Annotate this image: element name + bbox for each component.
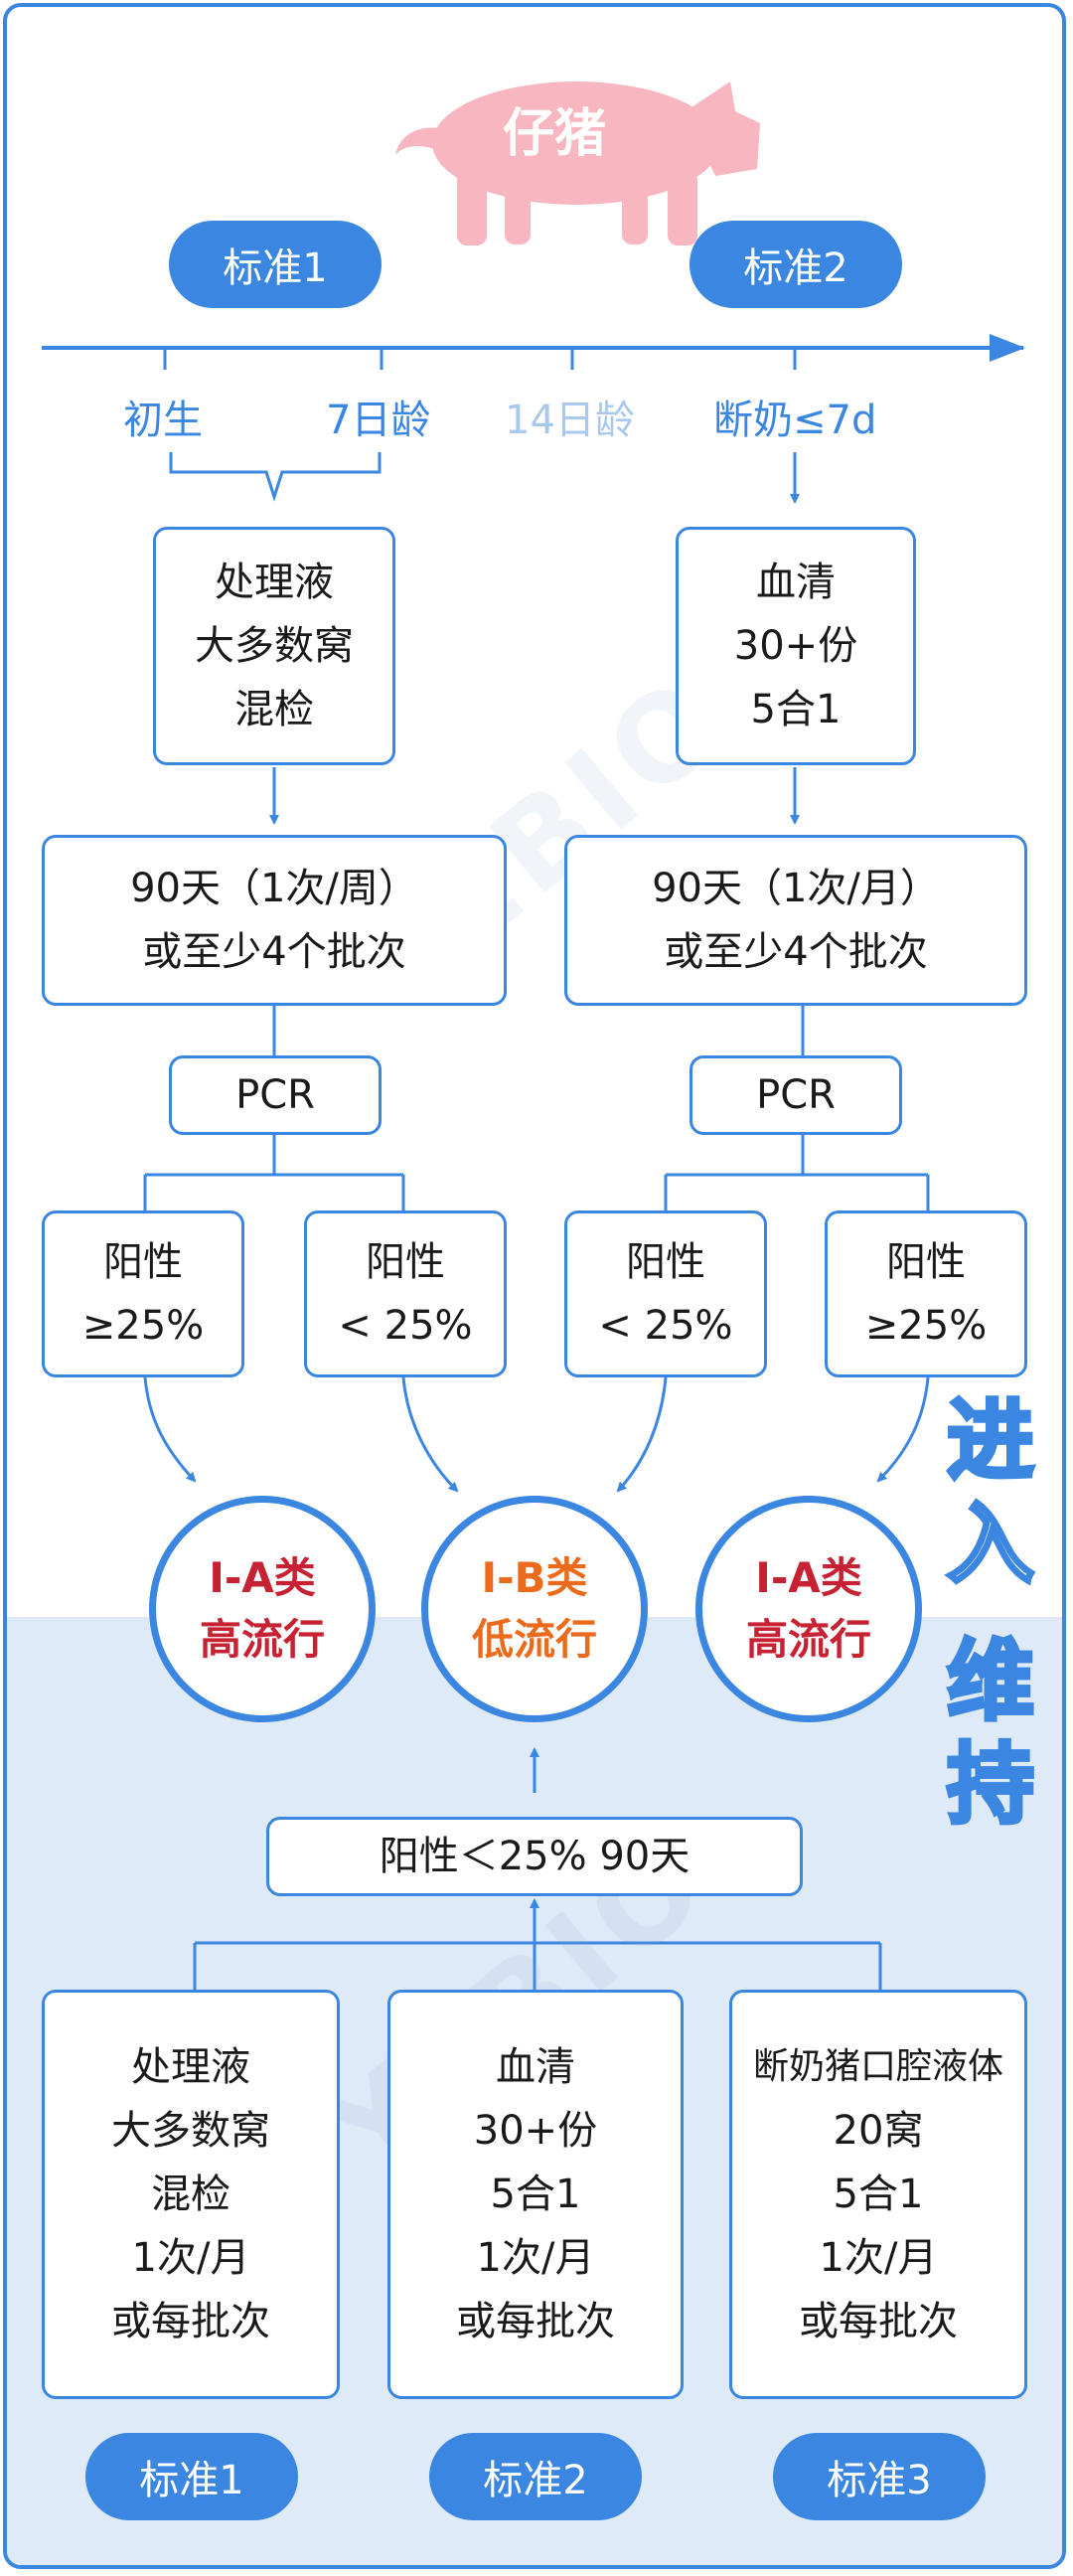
category-level: 低流行 <box>471 1615 597 1664</box>
category-circle-ia-right: I-A类 高流行 <box>695 1496 922 1722</box>
frequency-box-right: 90天（1次/月） 或至少4个批次 <box>564 835 1027 1006</box>
option-line: 大多数窝 <box>111 2108 270 2154</box>
pcr-box-left: PCR <box>169 1055 382 1135</box>
option-line: 或每批次 <box>111 2299 270 2344</box>
side-char: 进 <box>945 1387 1036 1494</box>
option-line: 处理液 <box>131 2044 250 2090</box>
result-box-right-low: 阳性 < 25% <box>564 1210 767 1377</box>
result-line: < 25% <box>598 1303 733 1349</box>
maintain-standard-1-pill: 标准1 <box>85 2433 298 2520</box>
option-line: 1次/月 <box>819 2235 938 2281</box>
pig-icon <box>395 81 760 245</box>
result-line: ≥25% <box>864 1303 988 1349</box>
option-line: 断奶猪口腔液体 <box>752 2046 1003 2087</box>
category-level: 高流行 <box>745 1615 871 1664</box>
option-line: 1次/月 <box>131 2235 250 2281</box>
sample-line: 30+份 <box>733 623 858 669</box>
tick-label-day7: 7日龄 <box>326 398 431 443</box>
tick-label-day14: 14日龄 <box>505 398 635 443</box>
category-circle-ib: I-B类 低流行 <box>421 1496 648 1722</box>
side-label-maintain: 维 持 <box>936 1628 1045 1838</box>
sample-line: 混检 <box>234 687 314 732</box>
standard-1-pill: 标准1 <box>169 221 382 308</box>
option-line: 5合1 <box>490 2172 581 2217</box>
option-line: 血清 <box>496 2044 575 2090</box>
category-level: 高流行 <box>199 1615 325 1664</box>
option-line: 30+份 <box>473 2108 598 2154</box>
result-line: 阳性 <box>886 1239 966 1285</box>
sample-line: 5合1 <box>750 687 842 732</box>
result-line: < 25% <box>338 1303 473 1349</box>
option-line: 混检 <box>151 2172 230 2217</box>
option-line: 或每批次 <box>456 2299 615 2344</box>
maintain-criterion-box: 阳性＜25% 90天 <box>266 1817 803 1896</box>
option-line: 或每批次 <box>799 2299 958 2344</box>
result-line: 阳性 <box>103 1239 183 1285</box>
result-line: 阳性 <box>626 1239 705 1285</box>
category-code: I-B类 <box>481 1553 588 1602</box>
tick-label-birth: 初生 <box>123 398 203 443</box>
maintain-option-3: 断奶猪口腔液体 20窝 5合1 1次/月 或每批次 <box>729 1990 1027 2399</box>
result-line: 阳性 <box>366 1239 445 1285</box>
tick-label-weaning: 断奶≤7d <box>713 398 877 443</box>
sample-line: 血清 <box>756 560 836 605</box>
category-circle-ia-left: I-A类 高流行 <box>149 1496 376 1722</box>
option-line: 20窝 <box>833 2108 924 2154</box>
sample-box-processing-fluid: 处理液 大多数窝 混检 <box>153 527 395 765</box>
category-code: I-A类 <box>755 1553 862 1602</box>
frequency-box-left: 90天（1次/周） 或至少4个批次 <box>42 835 507 1006</box>
maintain-standard-2-pill: 标准2 <box>429 2433 642 2520</box>
maintain-option-2: 血清 30+份 5合1 1次/月 或每批次 <box>387 1990 684 2399</box>
side-label-enter: 进 入 <box>936 1387 1045 1597</box>
standard-2-pill: 标准2 <box>690 221 902 308</box>
frequency-line: 90天（1次/周） <box>130 866 418 911</box>
result-box-right-high: 阳性 ≥25% <box>825 1210 1027 1377</box>
pcr-label: PCR <box>235 1072 315 1118</box>
sample-line: 处理液 <box>215 560 334 605</box>
maintain-standard-3-pill: 标准3 <box>773 2433 986 2520</box>
pcr-label: PCR <box>756 1072 836 1118</box>
pcr-box-right: PCR <box>690 1055 902 1135</box>
maintain-option-1: 处理液 大多数窝 混检 1次/月 或每批次 <box>42 1990 340 2399</box>
result-line: ≥25% <box>81 1303 205 1349</box>
maintain-criterion: 阳性＜25% 90天 <box>379 1834 690 1879</box>
frequency-line: 或至少4个批次 <box>664 929 928 975</box>
side-char: 维 <box>945 1628 1036 1734</box>
sample-box-serum: 血清 30+份 5合1 <box>676 527 916 765</box>
frequency-line: 90天（1次/月） <box>652 866 940 911</box>
frequency-line: 或至少4个批次 <box>142 929 406 975</box>
option-line: 1次/月 <box>476 2235 595 2281</box>
category-code: I-A类 <box>209 1553 316 1602</box>
result-box-left-low: 阳性 < 25% <box>304 1210 507 1377</box>
side-char: 入 <box>945 1491 1036 1597</box>
sample-line: 大多数窝 <box>195 623 354 669</box>
option-line: 5合1 <box>833 2172 924 2217</box>
pig-title: 仔猪 <box>503 104 607 164</box>
side-char: 持 <box>945 1731 1036 1838</box>
result-box-left-high: 阳性 ≥25% <box>42 1210 244 1377</box>
